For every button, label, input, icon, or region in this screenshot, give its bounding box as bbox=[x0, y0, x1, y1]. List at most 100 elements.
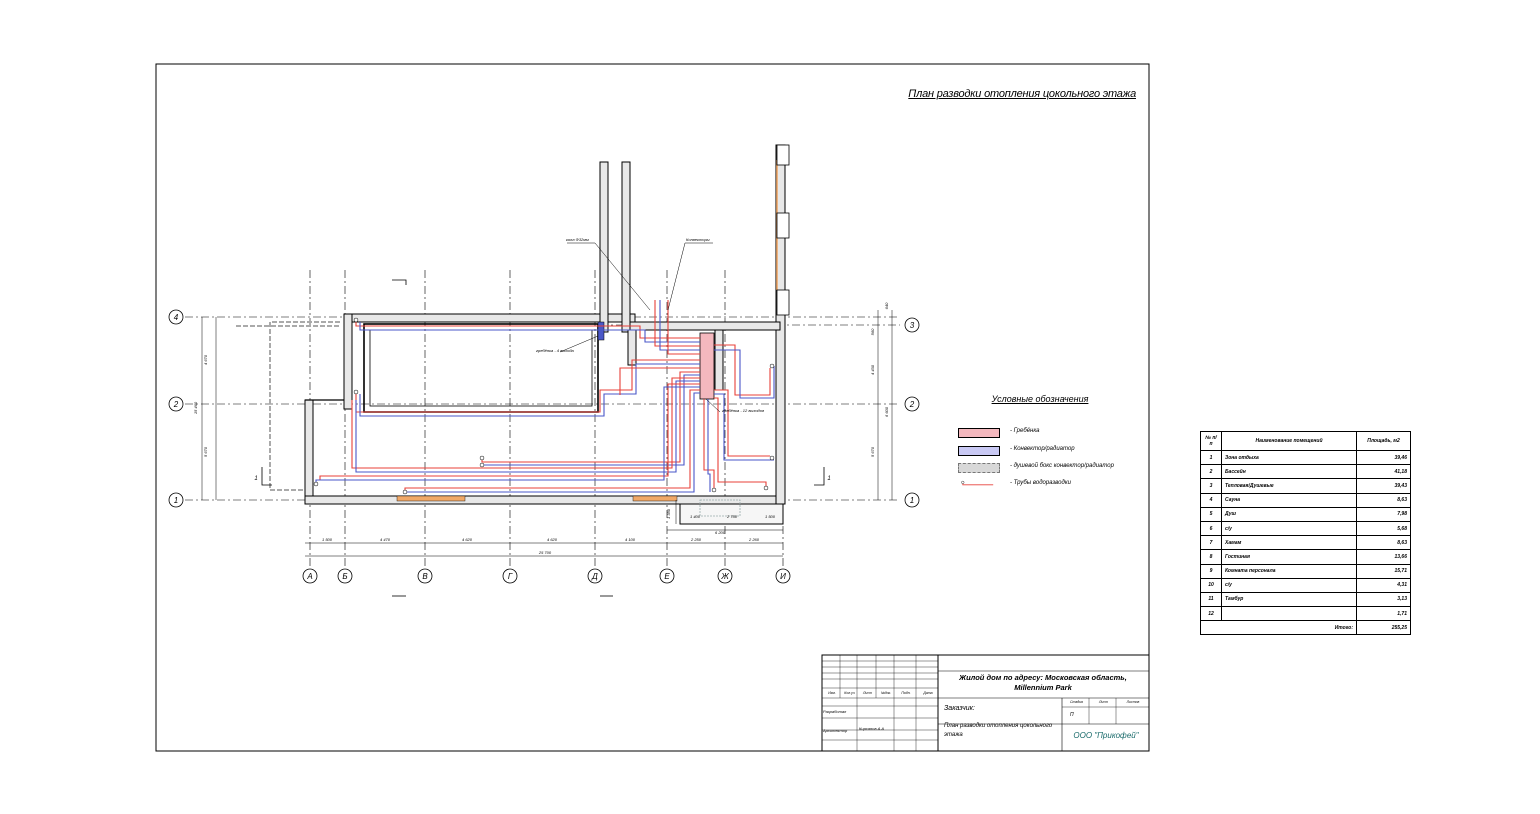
axis-label-i: И bbox=[780, 572, 786, 581]
dim-bottom-5: 2 250 bbox=[690, 537, 702, 542]
dim-right-2: 6 600 bbox=[884, 406, 889, 417]
room-n: 8 bbox=[1200, 549, 1222, 565]
stamp-col-4: Подп. bbox=[901, 691, 911, 695]
legend-title: Условные обозначения bbox=[991, 394, 1089, 404]
dimension-lines bbox=[201, 310, 893, 557]
room-area: 8,63 bbox=[1356, 535, 1411, 551]
stage-header-1: Лист bbox=[1098, 700, 1108, 704]
rooms-table: № п/п Наименование помещений Площадь, м2… bbox=[1200, 431, 1411, 636]
legend-swatch-pipes bbox=[961, 480, 994, 486]
dim-right-0: 560 bbox=[870, 328, 875, 335]
room-area: 8,63 bbox=[1356, 492, 1411, 508]
stage-header-2: Листов bbox=[1126, 700, 1140, 704]
col-room-name: Наименование помещений bbox=[1221, 431, 1357, 451]
dim-annex-1: 2 750 bbox=[726, 514, 738, 519]
heating-pipes bbox=[315, 300, 775, 493]
section-marks bbox=[261, 279, 825, 597]
annex bbox=[679, 499, 784, 525]
dim-right-3: 5 670 bbox=[870, 446, 875, 457]
dim-annex-h: 1 350 bbox=[666, 508, 671, 519]
stamp-developed: Разработал bbox=[823, 709, 847, 714]
stamp-checked: Архитектор bbox=[823, 728, 848, 733]
boiler-manifold bbox=[597, 321, 605, 341]
stamp-col-1: Кол.уч bbox=[844, 691, 855, 695]
room-area: 15,71 bbox=[1356, 563, 1411, 579]
room-name: с/у bbox=[1221, 577, 1357, 593]
axis-label-e: Е bbox=[664, 572, 670, 581]
dim-bottom-4: 4 100 bbox=[625, 537, 636, 542]
room-n: 7 bbox=[1200, 535, 1222, 551]
axis-label-v: В bbox=[422, 572, 428, 581]
dim-left-1: 15 460 bbox=[193, 401, 198, 414]
stamp-columns: Изм. Кол.уч Лист №док. Подп. Дата bbox=[823, 691, 939, 695]
pool bbox=[363, 323, 599, 413]
stamp-customer: Заказчик: bbox=[944, 705, 975, 712]
dim-bottom-0: 1 500 bbox=[322, 537, 333, 542]
stamp-col-3: №док. bbox=[880, 691, 892, 695]
room-name bbox=[1221, 606, 1357, 622]
room-name: Бассейн bbox=[1221, 464, 1357, 480]
room-name: Хамам bbox=[1221, 535, 1357, 551]
room-n: 1 bbox=[1200, 449, 1222, 466]
dim-annex-total: 6 200 bbox=[715, 530, 726, 535]
title-block bbox=[821, 654, 1150, 752]
room-area: 3,13 bbox=[1356, 591, 1411, 608]
axis-label-left-1: 1 bbox=[174, 496, 178, 505]
section-label-right: 1 bbox=[827, 476, 830, 482]
boiler-label: гребёнка - 4 выхода bbox=[536, 348, 574, 353]
room-n: 4 bbox=[1200, 492, 1222, 508]
stamp-project: Жилой дом по адресу: Московская область,… bbox=[959, 673, 1127, 692]
room-name: с/у bbox=[1221, 520, 1357, 537]
dim-bottom-3: 4 620 bbox=[547, 537, 558, 542]
room-area: 4,31 bbox=[1356, 577, 1411, 593]
dim-bottom-1: 4 470 bbox=[380, 537, 391, 542]
room-area: 5,68 bbox=[1356, 520, 1411, 537]
rooms-table-header: № п/п Наименование помещений Площадь, м2 bbox=[1200, 431, 1411, 451]
room-n: 12 bbox=[1200, 606, 1222, 622]
dim-right-4: 640 bbox=[884, 302, 889, 309]
room-area: 39,43 bbox=[1356, 478, 1411, 494]
room-name: Гостиная bbox=[1221, 549, 1357, 565]
room-area: 13,66 bbox=[1356, 549, 1411, 565]
axis-label-left-4: 4 bbox=[174, 313, 179, 322]
axis-label-a: А bbox=[306, 572, 312, 581]
stamp-stage-headers: Стадия Лист Листов bbox=[1063, 700, 1149, 704]
legend-label-manifold: - Гребёнка bbox=[1010, 428, 1040, 434]
axis-label-right-1: 1 bbox=[910, 496, 914, 505]
room-n: 5 bbox=[1200, 506, 1222, 522]
room-name: Комната персонала bbox=[1221, 563, 1357, 579]
axis-label-right-3: 3 bbox=[910, 321, 915, 330]
dim-total: 25 700 bbox=[538, 550, 552, 555]
axis-bubbles bbox=[168, 309, 920, 584]
stamp-checked-name: Кирсанов А.А bbox=[859, 726, 885, 731]
dim-annex-0: 1 400 bbox=[690, 514, 701, 519]
leader-lines bbox=[559, 242, 721, 413]
manifold bbox=[699, 332, 715, 400]
room-name: Тамбур bbox=[1221, 591, 1357, 608]
legend-label-radiator: - Конвектор/радиатор bbox=[1010, 446, 1075, 452]
legend-swatch-shower bbox=[958, 463, 1000, 473]
room-n: 9 bbox=[1200, 563, 1222, 579]
rooms-table-total: Итого: 255,25 bbox=[1200, 620, 1411, 636]
axis-label-g: Г bbox=[508, 572, 513, 581]
stamp-stage: П bbox=[1070, 712, 1074, 718]
dim-right-1: 4 430 bbox=[870, 364, 875, 375]
col-area: Площадь, м2 bbox=[1356, 431, 1411, 451]
room-area: 1,71 bbox=[1356, 606, 1411, 622]
windows bbox=[396, 144, 790, 502]
dimension-texts: 1 500 4 470 4 620 4 620 4 100 2 250 2 26… bbox=[193, 302, 889, 555]
legend-label-pipes: - Трубы водоразводки bbox=[1010, 480, 1072, 486]
room-n: 3 bbox=[1200, 478, 1222, 494]
legend-label-shower: - душевой бокс конвектор/радиатор bbox=[1010, 463, 1114, 469]
room-n: 6 bbox=[1200, 520, 1222, 537]
axis-label-zh: Ж bbox=[720, 572, 729, 581]
